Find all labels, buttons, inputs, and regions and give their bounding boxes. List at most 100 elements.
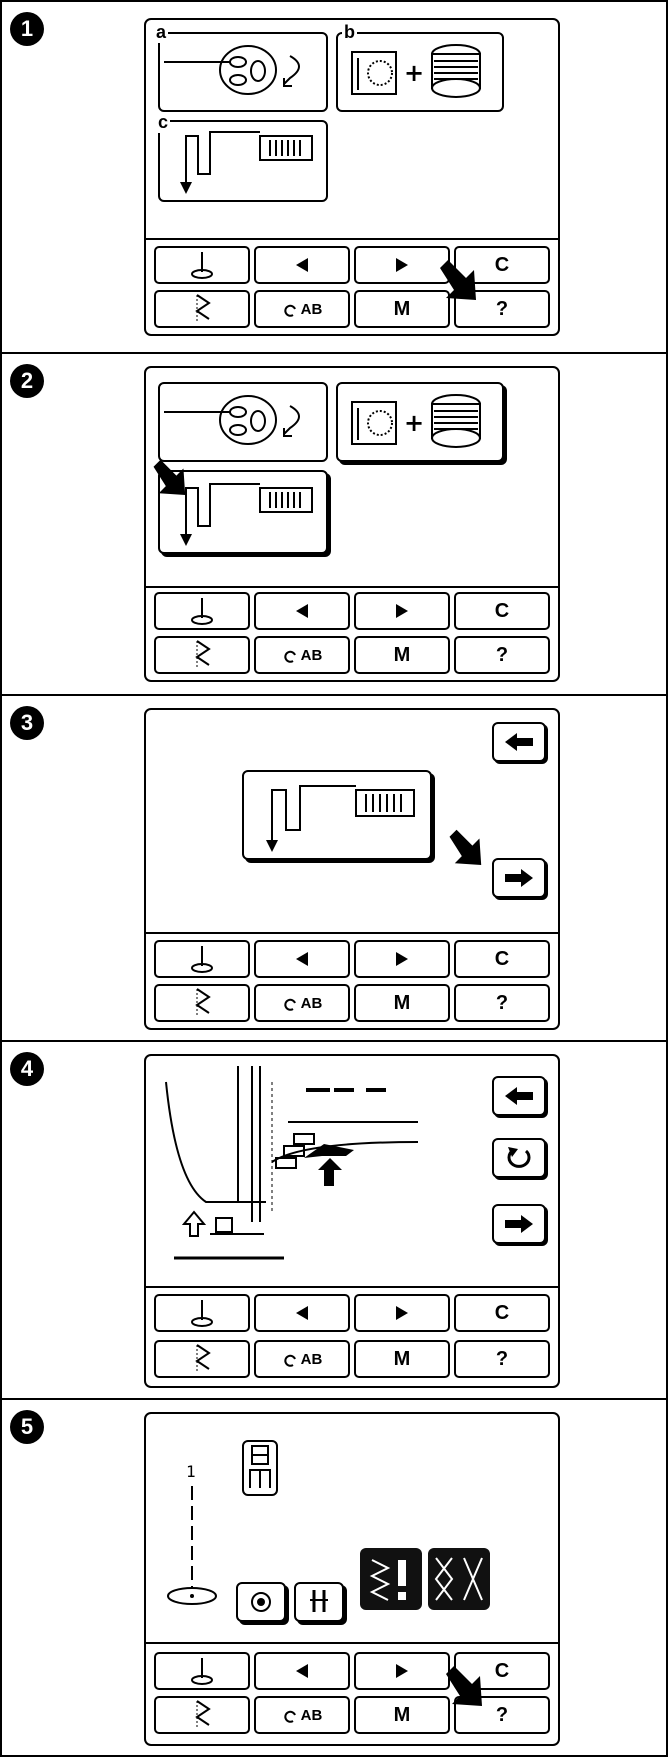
bobbin-winding-option[interactable] xyxy=(158,32,328,112)
arrow-right-icon xyxy=(396,1306,408,1320)
arrow-left-icon xyxy=(296,258,308,272)
step-number-1: 1 xyxy=(10,12,44,46)
stitch-length-value: 1 xyxy=(186,1462,196,1481)
arrow-left-button[interactable] xyxy=(254,1652,350,1690)
arrow-forward-icon xyxy=(505,1215,533,1233)
memory-button[interactable]: M xyxy=(354,1696,450,1734)
button-row-bottom: AB M ? xyxy=(154,984,550,1024)
step-number-3: 3 xyxy=(10,706,44,740)
arrow-back-icon xyxy=(505,1087,533,1105)
arrow-right-icon xyxy=(396,604,408,618)
threading-option[interactable] xyxy=(242,770,432,860)
zigzag-button[interactable] xyxy=(154,290,250,328)
step-number-4: 4 xyxy=(10,1052,44,1086)
svg-text:+: + xyxy=(404,59,424,87)
screen-divider xyxy=(146,238,558,240)
help-button[interactable]: ? xyxy=(454,1340,550,1378)
arrow-right-button[interactable] xyxy=(354,592,450,630)
next-button[interactable] xyxy=(492,1204,546,1244)
bobbin-winding-icon xyxy=(164,45,300,95)
button-row-bottom: AB M ? xyxy=(154,1696,550,1736)
needle-position-button[interactable] xyxy=(154,246,250,284)
memory-button[interactable]: M xyxy=(354,1340,450,1378)
rotate-button[interactable] xyxy=(492,1138,546,1178)
zigzag-icon xyxy=(195,1700,211,1729)
needle-position-icon xyxy=(191,1300,213,1327)
step-panel-2: 2 + xyxy=(0,352,668,696)
step-panel-5: 5 1 xyxy=(0,1398,668,1757)
ab-lettering-button[interactable]: AB xyxy=(254,1340,350,1378)
clear-button[interactable]: C xyxy=(454,940,550,978)
arrow-right-button[interactable] xyxy=(354,246,450,284)
twin-needle-button[interactable] xyxy=(294,1582,344,1622)
memory-button[interactable]: M xyxy=(354,984,450,1022)
clear-button[interactable]: C xyxy=(454,1294,550,1332)
ab-lettering-button[interactable]: AB xyxy=(254,984,350,1022)
arrow-right-button[interactable] xyxy=(354,940,450,978)
svg-text:+: + xyxy=(404,409,424,437)
zigzag-button[interactable] xyxy=(154,1340,250,1378)
stitch-warning-icon xyxy=(369,1559,406,1601)
back-button[interactable] xyxy=(492,1076,546,1116)
ab-lettering-button[interactable]: AB xyxy=(254,636,350,674)
back-button[interactable] xyxy=(492,722,546,762)
help-button[interactable]: ? xyxy=(454,1696,550,1734)
arrow-left-icon xyxy=(296,952,308,966)
help-button[interactable]: ? xyxy=(454,636,550,674)
arrow-left-button[interactable] xyxy=(254,1294,350,1332)
step-panel-4: 4 xyxy=(0,1040,668,1400)
threading-option[interactable] xyxy=(158,470,328,554)
sub-label-c: c xyxy=(156,112,171,133)
zigzag-button[interactable] xyxy=(154,984,250,1022)
lcd-screen-1: a + b xyxy=(144,18,560,336)
arrow-right-button[interactable] xyxy=(354,1294,450,1332)
ab-lettering-icon xyxy=(283,998,296,1011)
ab-lettering-icon xyxy=(283,1354,296,1367)
needle-position-button[interactable] xyxy=(154,1652,250,1690)
presser-foot-lever-illustration xyxy=(165,1066,419,1260)
needle-length-indicator xyxy=(167,1486,217,1605)
needle-position-button[interactable] xyxy=(154,592,250,630)
arrow-right-icon xyxy=(396,952,408,966)
memory-button[interactable]: M xyxy=(354,636,450,674)
help-button[interactable]: ? xyxy=(454,984,550,1022)
zigzag-button[interactable] xyxy=(154,636,250,674)
button-row-top: C xyxy=(154,1294,550,1334)
zigzag-icon xyxy=(195,988,211,1017)
needle-position-button[interactable] xyxy=(154,940,250,978)
needle-position-icon xyxy=(191,946,213,973)
screen-divider xyxy=(146,932,558,934)
arrow-left-icon xyxy=(296,1306,308,1320)
button-row-top: C xyxy=(154,940,550,980)
arrow-left-button[interactable] xyxy=(254,246,350,284)
threading-option[interactable] xyxy=(158,120,328,202)
lcd-screen-4: C AB M ? xyxy=(144,1054,560,1388)
arrow-left-button[interactable] xyxy=(254,592,350,630)
spool-option[interactable]: + xyxy=(336,382,504,462)
next-button[interactable] xyxy=(492,858,546,898)
twin-needle-icon xyxy=(310,1590,328,1612)
step-number-5: 5 xyxy=(10,1410,44,1444)
arrow-left-button[interactable] xyxy=(254,940,350,978)
clear-button[interactable]: C xyxy=(454,592,550,630)
cross-stitch-icon xyxy=(434,1557,483,1601)
spool-option[interactable]: + xyxy=(336,32,504,112)
memory-button[interactable]: M xyxy=(354,290,450,328)
needle-position-button[interactable] xyxy=(154,1294,250,1332)
pointer-arrow-icon xyxy=(153,459,186,495)
button-row-bottom: AB M ? xyxy=(154,1340,550,1380)
bobbin-winding-option[interactable] xyxy=(158,382,328,462)
ab-lettering-button[interactable]: AB xyxy=(254,1696,350,1734)
ab-lettering-button[interactable]: AB xyxy=(254,290,350,328)
stitch-warning-button[interactable] xyxy=(360,1548,422,1610)
threading-route-icon xyxy=(180,131,313,194)
step-panel-3: 3 xyxy=(0,694,668,1042)
arrow-right-button[interactable] xyxy=(354,1652,450,1690)
sub-label-b: b xyxy=(342,22,357,43)
button-row-top: C xyxy=(154,246,550,286)
bobbin-stop-button[interactable] xyxy=(236,1582,286,1622)
zigzag-icon xyxy=(195,640,211,669)
arrow-right-icon xyxy=(396,1664,408,1678)
stitch-pattern-button[interactable] xyxy=(428,1548,490,1610)
zigzag-button[interactable] xyxy=(154,1696,250,1734)
